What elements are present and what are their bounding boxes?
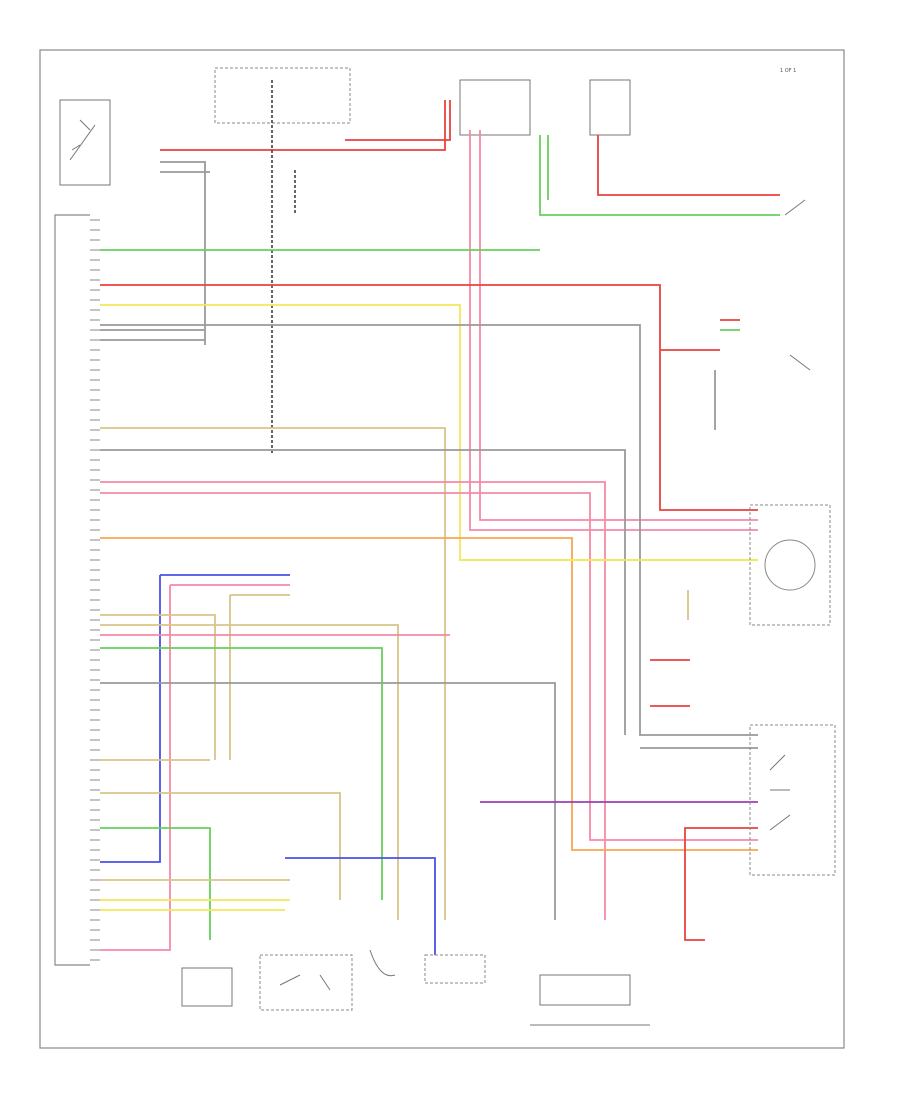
wire-red-1	[345, 100, 451, 141]
brake-switch-box	[259, 954, 353, 1011]
wire-blue-39	[285, 857, 436, 955]
wire-gray-14	[100, 324, 758, 736]
ecm-pin-rows	[90, 219, 100, 961]
sensor-symbol	[369, 949, 396, 977]
tcm-switch-1	[769, 754, 790, 791]
ecm-outline	[54, 214, 90, 966]
wire-green-31	[100, 647, 383, 900]
wire-red-0	[160, 100, 446, 151]
fuse-box-top	[214, 67, 351, 124]
wire-tan-17	[100, 427, 446, 920]
wire-pink-7	[479, 130, 758, 521]
wire-pink-20	[100, 492, 758, 841]
wire-green-35	[100, 827, 211, 940]
wire-orange-21	[100, 537, 758, 851]
brake-switch-contact	[279, 974, 331, 991]
shift-lock-solenoid	[181, 967, 233, 1007]
fuse-box-far-right	[589, 79, 631, 136]
wire-group	[100, 80, 780, 955]
speed-sensor-gauge	[764, 539, 816, 591]
tcm-box	[749, 724, 836, 876]
instrument-cluster-box	[749, 504, 831, 626]
relay-box	[59, 99, 111, 186]
wire-red-41	[684, 827, 758, 941]
wire-gray-32	[100, 682, 556, 920]
brake-switch-symbol	[784, 199, 811, 371]
wire-tan-29	[100, 624, 399, 920]
connector-block	[424, 954, 486, 984]
wire-red-12	[100, 284, 758, 511]
wire-gray-2	[160, 161, 206, 345]
ground-connector	[539, 974, 631, 1006]
fuse-box-right	[459, 79, 531, 136]
wire-blue-23	[100, 575, 161, 863]
wire-gray-18	[100, 449, 626, 735]
wire-tan-28	[100, 614, 216, 760]
wire-pink-25	[100, 585, 171, 951]
tcm-switch-2	[769, 814, 791, 831]
wire-pink-6	[469, 130, 758, 531]
wire-tan-34	[100, 792, 341, 900]
relay-symbol	[69, 119, 96, 161]
wire-red-10	[597, 135, 780, 196]
wire-green-8	[539, 135, 780, 216]
diagram-frame	[39, 49, 845, 1049]
wire-pink-19	[100, 481, 606, 920]
corner-label: 1 OF 1	[780, 68, 796, 74]
